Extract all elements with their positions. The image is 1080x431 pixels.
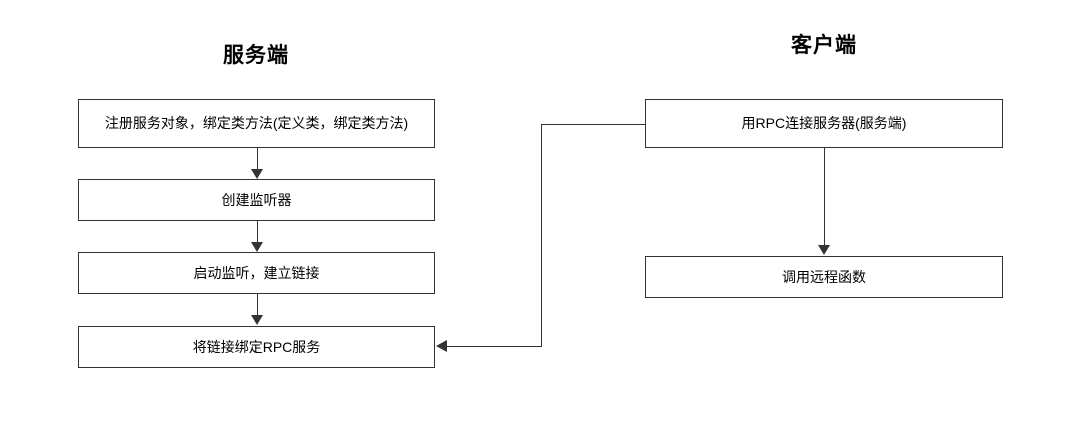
arrow-head-down-icon bbox=[251, 242, 263, 252]
connector-line-cross-vertical bbox=[541, 124, 542, 347]
client-node-connect-server: 用RPC连接服务器(服务端) bbox=[645, 99, 1003, 148]
server-node-register-service: 注册服务对象，绑定类方法(定义类，绑定类方法) bbox=[78, 99, 435, 148]
client-column-title: 客户端 bbox=[791, 34, 857, 57]
connector-line-server-2-3 bbox=[257, 221, 258, 243]
client-node-call-remote-function: 调用远程函数 bbox=[645, 256, 1003, 298]
server-node-start-listening: 启动监听，建立链接 bbox=[78, 252, 435, 294]
connector-line-cross-bottom bbox=[447, 346, 542, 347]
server-node-create-listener: 创建监听器 bbox=[78, 179, 435, 221]
server-column-title: 服务端 bbox=[223, 44, 289, 67]
connector-line-cross-top bbox=[541, 124, 646, 125]
arrow-head-left-icon bbox=[436, 340, 447, 352]
connector-line-client-1-2 bbox=[824, 148, 825, 246]
arrow-head-down-icon bbox=[251, 169, 263, 179]
arrow-head-down-icon bbox=[251, 315, 263, 325]
server-node-bind-rpc-service: 将链接绑定RPC服务 bbox=[78, 326, 435, 368]
connector-line-server-3-4 bbox=[257, 294, 258, 316]
connector-line-server-1-2 bbox=[257, 148, 258, 170]
arrow-head-down-icon bbox=[818, 245, 830, 255]
